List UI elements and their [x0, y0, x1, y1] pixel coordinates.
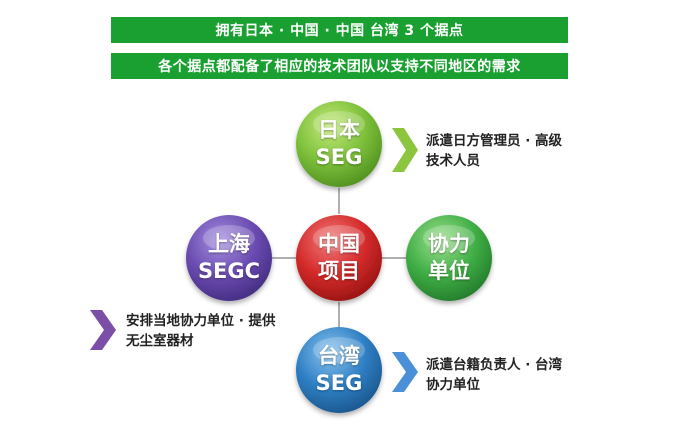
chevron-arrow-taiwan — [392, 352, 418, 392]
node-japan — [296, 101, 382, 187]
chevron-arrow-shanghai — [90, 310, 116, 350]
header-line-1: 拥有日本 · 中国 · 中国 台湾 3 个据点 — [111, 17, 568, 43]
desc-taiwan-line1: 派遣台籍负责人 · 台湾 — [426, 357, 563, 373]
desc-taiwan-line2: 协力单位 — [426, 377, 480, 393]
node-partner — [406, 215, 492, 301]
desc-taiwan: 派遣台籍负责人 · 台湾 协力单位 — [426, 355, 562, 395]
node-taiwan — [296, 327, 382, 413]
desc-japan-line2: 技术人员 — [426, 153, 480, 169]
desc-shanghai: 安排当地协力单位 · 提供 无尘室器材 — [126, 311, 276, 351]
desc-japan: 派遣日方管理员 · 高级 技术人员 — [426, 131, 562, 171]
desc-shanghai-line1: 安排当地协力单位 · 提供 — [126, 313, 276, 329]
desc-japan-line1: 派遣日方管理员 · 高级 — [426, 133, 563, 149]
chevron-arrow-japan — [392, 128, 418, 172]
header-line-2: 各个据点都配备了相应的技术团队以支持不同地区的需求 — [111, 53, 568, 79]
node-china — [296, 215, 382, 301]
desc-shanghai-line2: 无尘室器材 — [126, 333, 194, 349]
node-shanghai — [186, 215, 272, 301]
